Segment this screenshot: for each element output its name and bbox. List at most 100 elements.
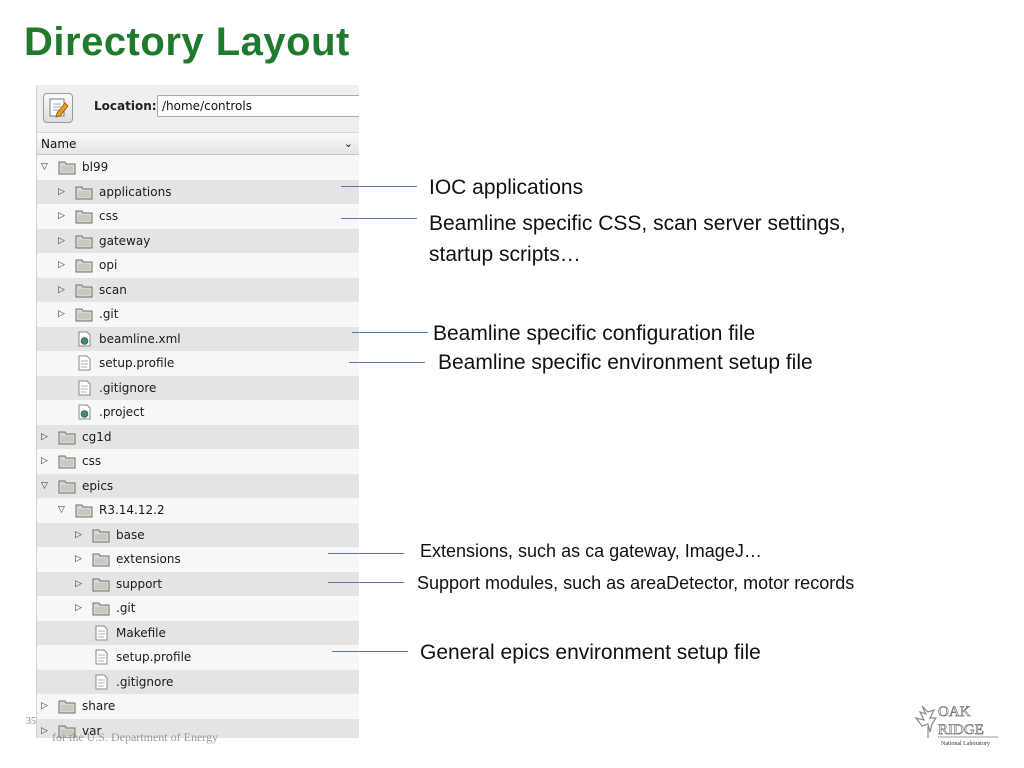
tree-item-label: cg1d [82,429,112,444]
name-column-header[interactable]: Name ⌄ [37,133,359,155]
tree-item-label: epics [82,478,114,493]
tree-row[interactable]: ▷ scan [37,277,359,302]
page-number: 35 [26,716,36,727]
edit-location-button[interactable] [43,93,73,123]
annotation-line [341,186,417,187]
tree-item-label: R3.14.12.2 [99,503,165,517]
tree-item-label: scan [99,282,127,297]
folder-icon [58,455,76,469]
tree-row[interactable]: ▷ base [37,522,359,547]
tree-row[interactable]: ▷ css [37,449,359,474]
annotation-css-line2: startup scripts… [429,243,581,266]
tree-row[interactable]: beamline.xml [37,326,359,351]
tree-row[interactable]: ▷ applications [37,179,359,204]
tree-item-label: share [82,699,116,713]
folder-icon [92,602,110,616]
chevron-down-icon[interactable]: ⌄ [343,137,353,150]
expander-closed-icon[interactable]: ▷ [41,456,48,466]
annotation-css-line1: Beamline specific CSS, scan server setti… [429,212,846,235]
expander-closed-icon[interactable]: ▷ [58,186,65,197]
tree-item-label: applications [99,184,172,199]
tree-row[interactable]: .gitignore [37,669,359,694]
expander-closed-icon[interactable]: ▷ [75,578,82,589]
tree-item-label: setup.profile [99,356,175,370]
tree-row[interactable]: ▷gateway [37,228,359,253]
tree-row[interactable]: ▽ R3.14.12.2 [37,498,359,523]
tree-item-label: var [82,723,102,738]
logo-line1: OAK [938,704,971,720]
text-file-icon [95,674,108,689]
tree-item-label: base [116,527,145,542]
expander-closed-icon[interactable]: ▷ [75,603,82,613]
annotation-line [352,332,428,333]
folder-icon [58,431,76,444]
annotation-extensions: Extensions, such as ca gateway, ImageJ… [420,541,762,561]
tree-item-label: support [116,576,163,591]
tree-row[interactable]: ▷ var [37,718,359,738]
tree-item-label: setup.profile [116,650,192,664]
annotation-line [328,582,404,583]
tree-row[interactable]: ▽ bl99 [37,155,359,180]
annotation-support: Support modules, such as areaDetector, m… [417,573,855,593]
expander-closed-icon[interactable]: ▷ [41,725,48,736]
tree-item-label: css [82,454,102,468]
annotation-config: Beamline specific configuration file [433,322,756,345]
footer-text: for the U.S. Department of Energy [52,730,219,744]
tree-row[interactable]: ▷ share [37,694,359,719]
expander-open-icon[interactable]: ▽ [41,162,48,172]
tree-row[interactable]: ▷ cg1d [37,424,359,449]
tree-item-label: beamline.xml [99,331,181,346]
folder-icon [75,210,93,224]
column-header-label: Name [41,137,77,151]
text-file-icon [95,649,108,665]
folder-icon [58,161,76,175]
folder-icon [75,186,93,199]
expander-closed-icon[interactable]: ▷ [58,260,65,270]
folder-icon [58,725,76,738]
expander-closed-icon[interactable]: ▷ [75,554,82,564]
folder-icon [75,284,93,297]
annotation-env: Beamline specific environment setup file [438,351,813,374]
expander-open-icon[interactable]: ▽ [58,505,65,515]
expander-closed-icon[interactable]: ▷ [41,701,48,711]
expander-open-icon[interactable]: ▽ [41,480,48,491]
annotation-line [349,362,425,363]
expander-closed-icon[interactable]: ▷ [58,211,65,221]
expander-closed-icon[interactable]: ▷ [58,235,65,246]
expander-closed-icon[interactable]: ▷ [41,431,48,442]
tree-row[interactable]: ▷opi [37,253,359,278]
tree-item-label: .git [99,307,119,321]
expander-closed-icon[interactable]: ▷ [58,284,65,295]
expander-closed-icon[interactable]: ▷ [75,529,82,540]
tree-row[interactable]: setup.profile [37,351,359,376]
folder-icon [75,308,93,322]
tree-row[interactable]: .project [37,400,359,425]
location-input[interactable] [157,95,359,117]
annotation-ioc: IOC applications [429,176,584,199]
tree-row[interactable]: setup.profile [37,645,359,670]
tree-row[interactable]: ▽ epics [37,473,359,498]
tree-row[interactable]: .gitignore [37,375,359,400]
location-label: Location: [94,99,157,113]
tree-row[interactable]: ▷ support [37,571,359,596]
folder-icon [75,235,93,248]
tree-row[interactable]: ▷.git [37,596,359,621]
edit-location-icon [49,98,69,118]
expander-closed-icon[interactable]: ▷ [58,309,65,319]
folder-icon [92,529,110,542]
oak-ridge-logo: OAK RIDGE National Laboratory [914,704,998,747]
tree-row[interactable]: Makefile [37,620,359,645]
annotation-line [332,651,408,652]
file-tree: ▽bl99▷applications▷css▷gateway▷opi▷scan▷… [37,155,359,738]
tree-row[interactable]: ▷css [37,204,359,229]
slide-title: Directory Layout [24,20,350,64]
tree-item-label: .project [99,405,145,419]
folder-icon [75,259,93,273]
text-file-icon [78,355,91,371]
annotation-line [328,553,404,554]
tree-row[interactable]: ▷ .git [37,302,359,327]
tree-item-label: bl99 [82,160,109,174]
tree-item-label: .gitignore [99,380,157,395]
tree-row[interactable]: ▷extensions [37,547,359,572]
annotation-line [341,218,417,219]
